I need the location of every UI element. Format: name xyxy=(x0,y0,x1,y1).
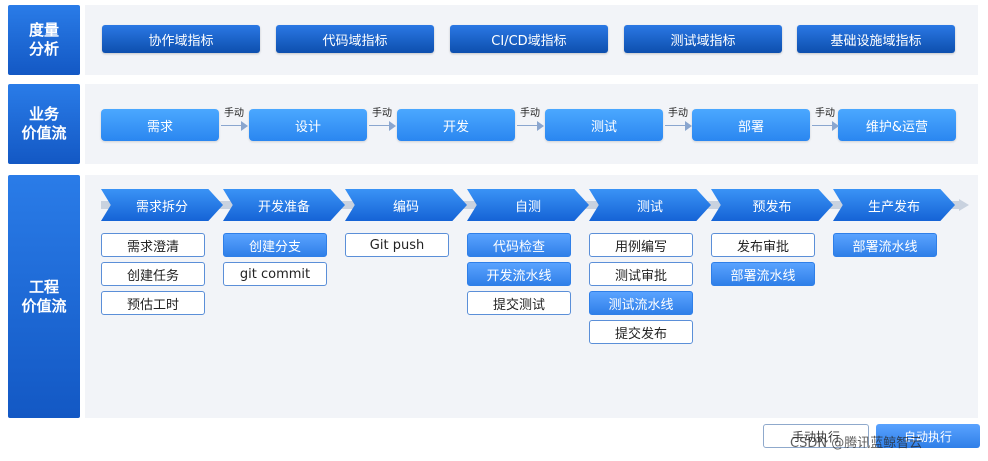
business-stage-test: 测试 xyxy=(545,109,663,141)
task-item: 提交发布 xyxy=(589,320,693,344)
eng-stage-pre-release: 预发布 xyxy=(711,189,833,221)
legend-auto: 自动执行 xyxy=(876,424,980,448)
watermark-text: CSDN @腾讯蓝鲸智云 xyxy=(790,436,923,451)
business-arrow: 手动 xyxy=(515,104,545,134)
engineering-row-label-line1: 工程 xyxy=(28,277,59,296)
task-item: 代码检查 xyxy=(467,233,571,257)
metric-test: 测试域指标 xyxy=(624,25,782,53)
legend-manual: 手动执行 xyxy=(763,424,869,448)
business-stage-deploy: 部署 xyxy=(692,109,810,141)
business-row-label-line2: 价值流 xyxy=(21,124,67,142)
eng-stage-self-test: 自测 xyxy=(467,189,589,221)
task-item: 需求澄清 xyxy=(101,233,205,257)
business-arrow: 手动 xyxy=(663,104,693,134)
business-row-label-line1: 业务 xyxy=(28,105,59,123)
engineering-chevron-track: 需求拆分 开发准备 编码 自测 测试 预发布 生产发布 xyxy=(101,187,981,223)
business-stage-operate: 维护&运营 xyxy=(838,109,956,141)
business-arrow: 手动 xyxy=(219,104,249,134)
metric-cicd: CI/CD域指标 xyxy=(450,25,608,53)
business-arrow: 手动 xyxy=(810,104,840,134)
engineering-row-label: 工程 价值流 xyxy=(8,175,80,418)
engineering-row-label-line2: 价值流 xyxy=(21,296,67,315)
business-arrow: 手动 xyxy=(367,104,397,134)
task-item: 提交测试 xyxy=(467,291,571,315)
metrics-row-label-line1: 度量 xyxy=(28,21,59,39)
metric-code: 代码域指标 xyxy=(276,25,434,53)
metrics-row-label-line2: 分析 xyxy=(28,40,59,58)
metric-infra: 基础设施域指标 xyxy=(797,25,955,53)
business-stage-develop: 开发 xyxy=(397,109,515,141)
business-arrow-label: 手动 xyxy=(815,108,835,119)
task-item: 用例编写 xyxy=(589,233,693,257)
business-arrow-label: 手动 xyxy=(224,108,244,119)
eng-stage-coding: 编码 xyxy=(345,189,467,221)
task-item: 测试流水线 xyxy=(589,291,693,315)
metric-collaboration: 协作域指标 xyxy=(102,25,260,53)
chevron-track-arrowhead xyxy=(959,199,969,211)
metrics-row-label: 度量 分析 xyxy=(8,5,80,75)
eng-stage-test: 测试 xyxy=(589,189,711,221)
task-item: Git push xyxy=(345,233,449,257)
task-item: 创建分支 xyxy=(223,233,327,257)
task-item: 测试审批 xyxy=(589,262,693,286)
business-stage-design: 设计 xyxy=(249,109,367,141)
eng-stage-dev-prep: 开发准备 xyxy=(223,189,345,221)
business-arrow-label: 手动 xyxy=(668,108,688,119)
task-item: 开发流水线 xyxy=(467,262,571,286)
eng-stage-requirement-split: 需求拆分 xyxy=(101,189,223,221)
task-item: git commit xyxy=(223,262,327,286)
task-item: 创建任务 xyxy=(101,262,205,286)
business-arrow-label: 手动 xyxy=(520,108,540,119)
business-row-panel xyxy=(85,84,978,164)
business-row-label: 业务 价值流 xyxy=(8,84,80,164)
task-item: 部署流水线 xyxy=(711,262,815,286)
business-stage-requirement: 需求 xyxy=(101,109,219,141)
task-item: 部署流水线 xyxy=(833,233,937,257)
task-item: 发布审批 xyxy=(711,233,815,257)
task-item: 预估工时 xyxy=(101,291,205,315)
eng-stage-production-release: 生产发布 xyxy=(833,189,955,221)
business-arrow-label: 手动 xyxy=(372,108,392,119)
